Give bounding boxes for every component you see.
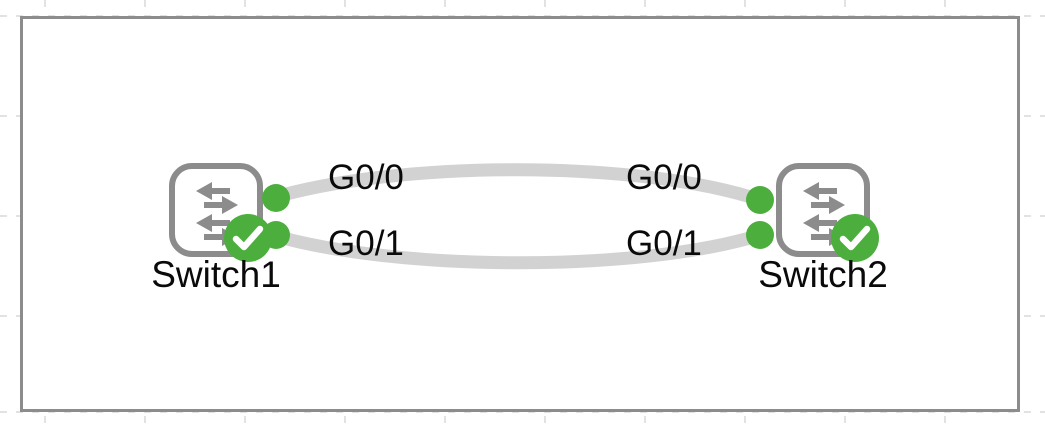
port-dot-switch2-g01[interactable] (746, 221, 774, 249)
check-circle-icon (224, 214, 272, 262)
arrow-right-upper (811, 196, 845, 214)
interface-label-switch2-g00: G0/0 (626, 158, 702, 197)
switch-icon (168, 162, 272, 262)
switch-arrows-upper (803, 182, 845, 214)
link-g00-path[interactable] (265, 163, 767, 207)
interface-label-switch1-g00: G0/0 (328, 158, 404, 197)
arrow-right-upper (204, 196, 238, 214)
device-label-switch1: Switch1 (151, 254, 281, 295)
interface-label-switch1-g01: G0/1 (328, 224, 404, 263)
device-switch2[interactable]: Switch2 (758, 162, 888, 293)
switch-arrows-upper (196, 182, 238, 214)
link-g01-path[interactable] (265, 228, 767, 270)
interface-label-switch2-g01: G0/1 (626, 224, 702, 263)
port-dot-switch1-g00[interactable] (262, 184, 290, 212)
check-circle-icon (831, 214, 879, 262)
port-dot-switch1-g01[interactable] (262, 221, 290, 249)
switch-icon (775, 162, 879, 262)
arrow-left-upper (803, 182, 837, 200)
device-switch1[interactable]: Switch1 (151, 162, 281, 293)
arrow-left-lower (196, 214, 230, 232)
arrow-left-lower (803, 214, 837, 232)
port-dot-switch2-g00[interactable] (746, 186, 774, 214)
device-label-switch2: Switch2 (758, 254, 888, 295)
arrow-left-upper (196, 182, 230, 200)
